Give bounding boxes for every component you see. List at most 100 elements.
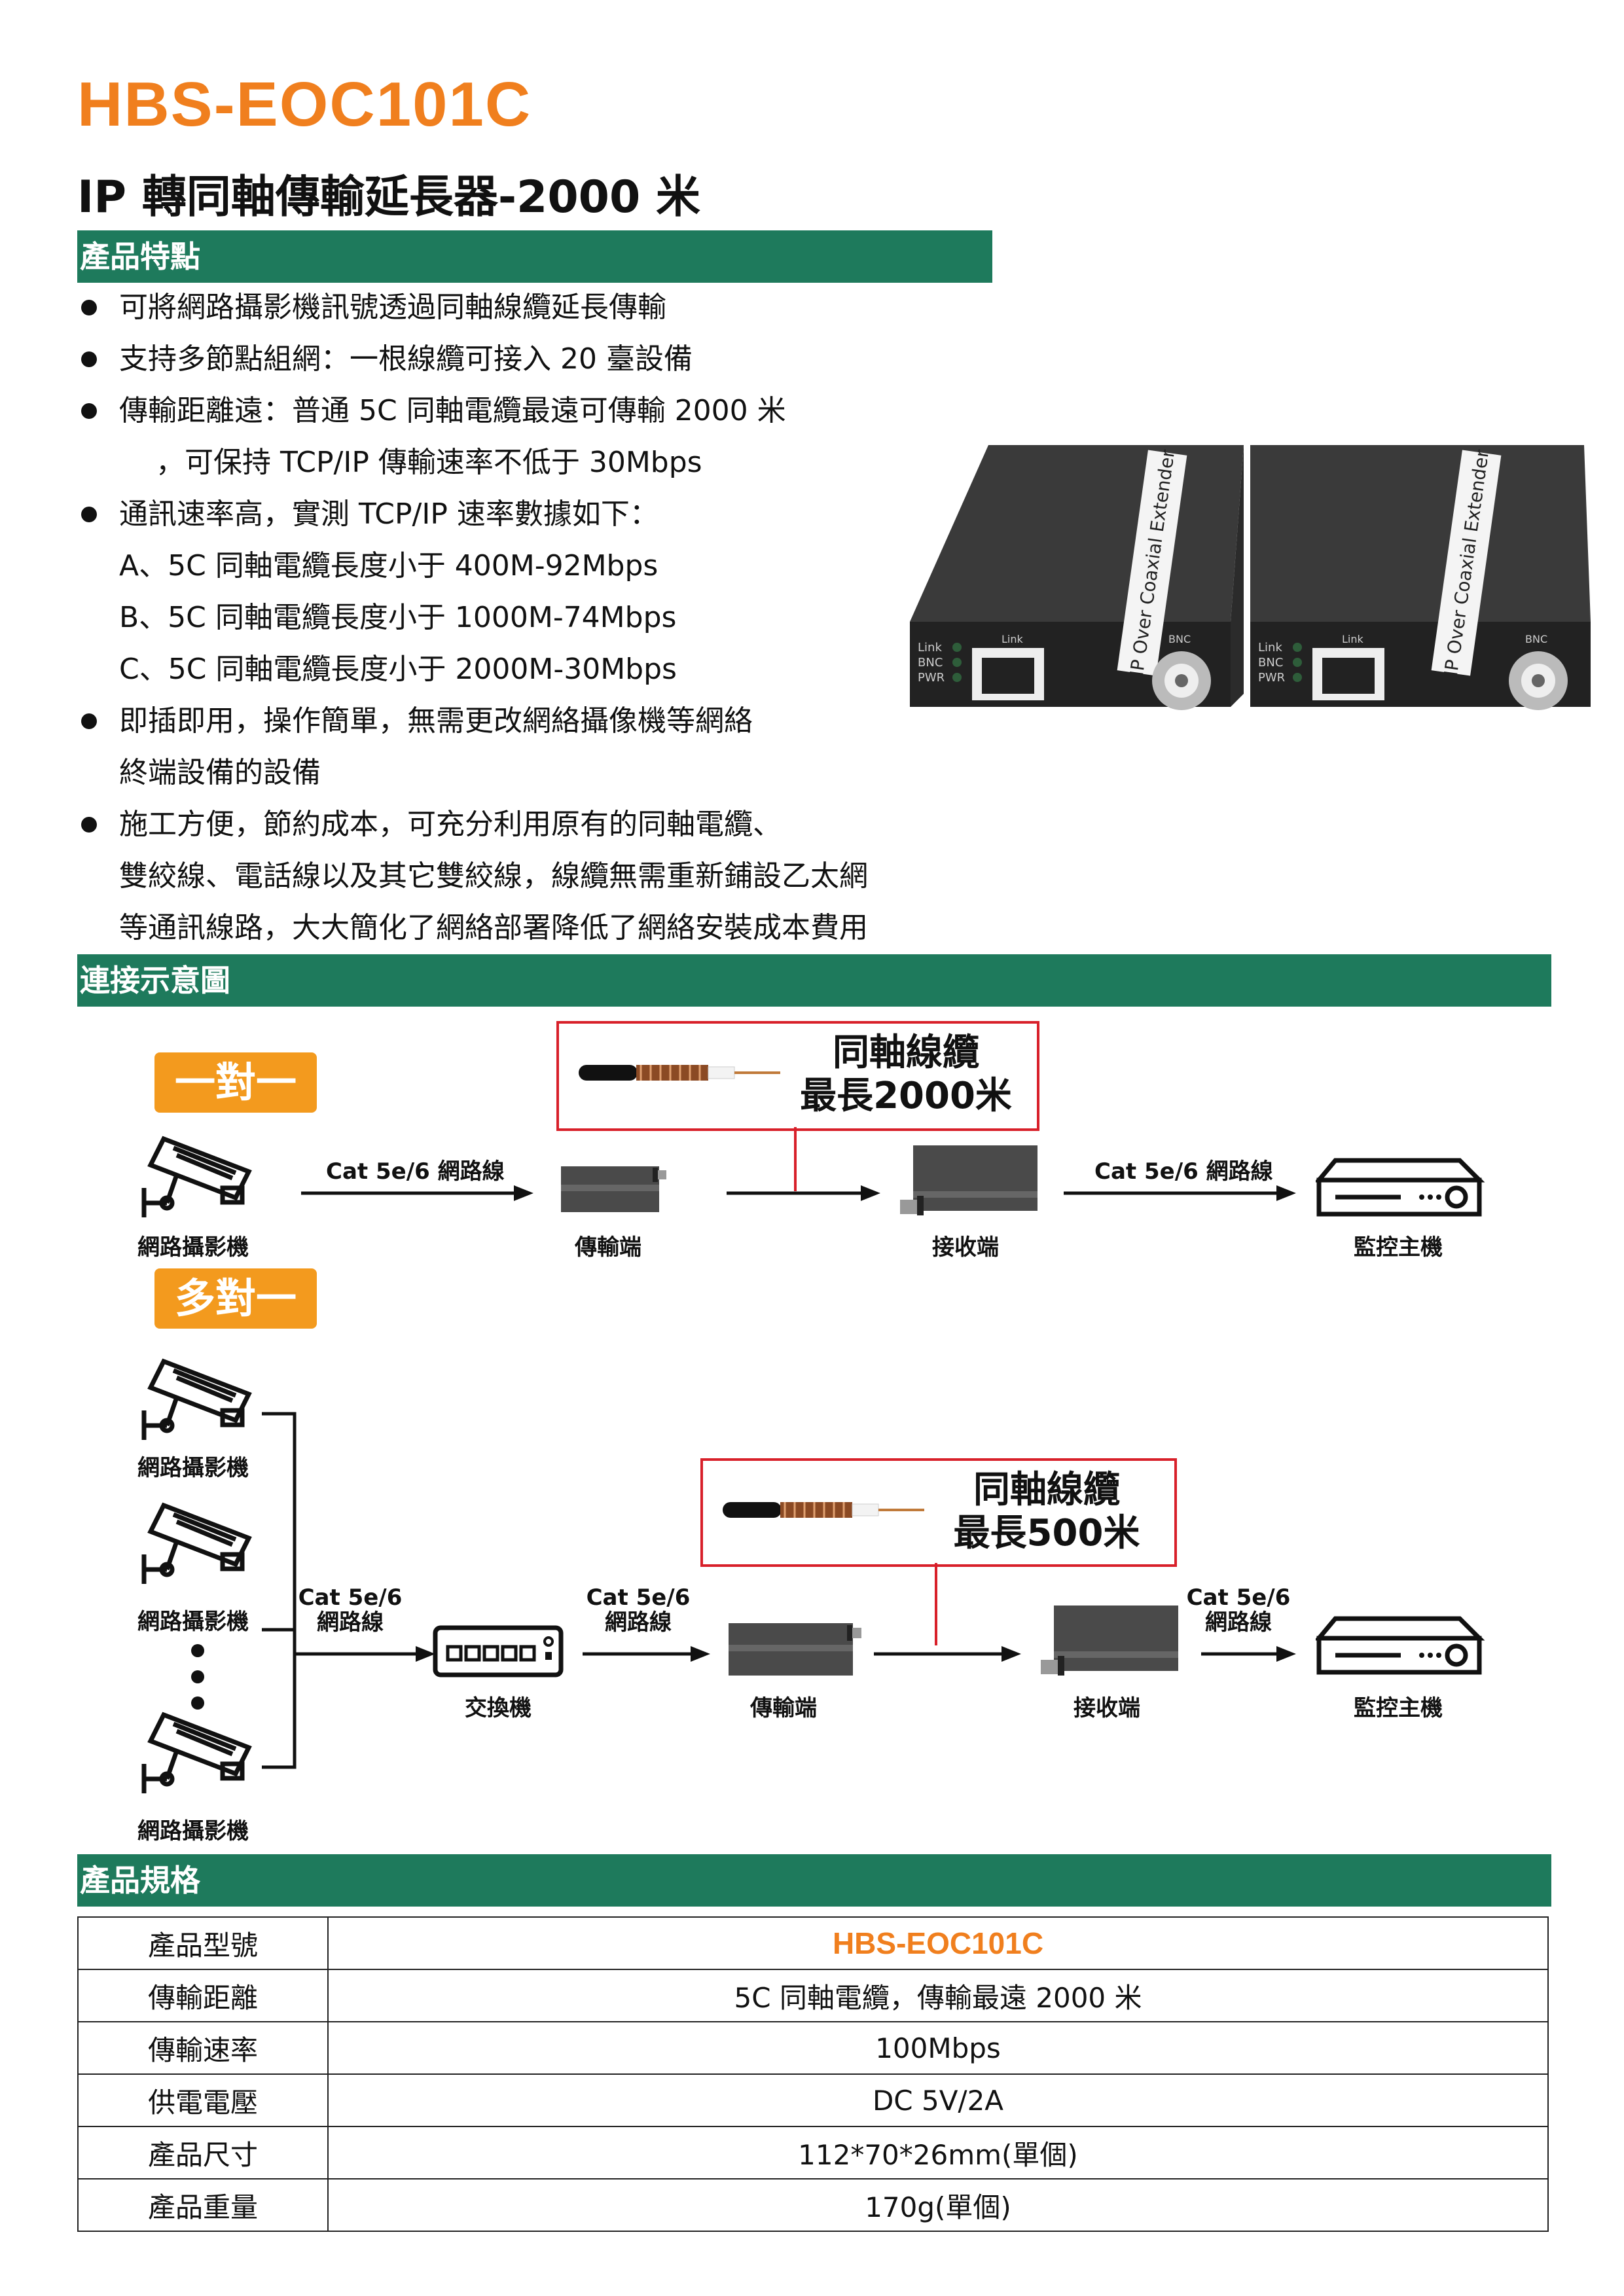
- feature-subitem: A、5C 同軸電纜長度小于 400M-92Mbps: [119, 549, 659, 583]
- spec-key: 產品尺寸: [77, 2126, 329, 2179]
- arrow-icon: [295, 1646, 435, 1662]
- spec-value: 112*70*26mm(單個): [327, 2126, 1549, 2179]
- diagram-section-title: 連接示意圖: [80, 963, 230, 998]
- feature-item: 可將網路攝影機訊號透過同軸線纜延長傳輸: [77, 281, 948, 333]
- specs-section-title: 產品規格: [80, 1863, 200, 1898]
- specs-table: 產品型號 HBS-EOC101C 傳輸距離 5C 同軸電纜，傳輸最遠 2000 …: [77, 1916, 1549, 2232]
- camera-label: 網路攝影機: [137, 1455, 249, 1481]
- spec-key: 產品型號: [77, 1916, 329, 1970]
- receiver-label: 接收端: [932, 1234, 999, 1261]
- spec-value: 170g(單個): [327, 2178, 1549, 2232]
- panel-label: BNC: [918, 656, 943, 670]
- receiver-device-icon: [900, 1145, 1038, 1215]
- feature-item: 傳輸距離遠：普通 5C 同軸電纜最遠可傳輸 2000 米: [77, 385, 948, 437]
- transmitter-device-icon: [729, 1623, 861, 1676]
- cat-cable-type: Cat 5e/6: [1186, 1585, 1291, 1611]
- feature-item-continuation: 終端設備的設備: [119, 756, 321, 789]
- port-label: Link: [1001, 633, 1024, 645]
- cable-box-connector-line: [794, 1127, 797, 1191]
- badge-one-to-one: 一對一: [154, 1052, 317, 1113]
- spec-value: 5C 同軸電纜，傳輸最遠 2000 米: [327, 1969, 1549, 2022]
- features-section-bar: 產品特點: [77, 230, 992, 283]
- table-row: 供電電壓 DC 5V/2A: [77, 2073, 1549, 2127]
- camera-label: 網路攝影機: [137, 1234, 249, 1261]
- table-row: 傳輸距離 5C 同軸電纜，傳輸最遠 2000 米: [77, 1969, 1549, 2022]
- arrow-icon: [301, 1185, 533, 1201]
- spec-key: 傳輸距離: [77, 1969, 329, 2022]
- panel-label: PWR: [918, 671, 945, 685]
- port-label: BNC: [1168, 633, 1191, 645]
- arrow-icon: [874, 1646, 1021, 1662]
- cat-cable-label-2: Cat 5e/6 網路線: [586, 1585, 691, 1635]
- panel-label: PWR: [1258, 671, 1285, 685]
- features-section-title: 產品特點: [80, 239, 200, 274]
- cable-box-2000m: 同軸線纜 最長2000米: [556, 1021, 1039, 1131]
- model-title: HBS-EOC101C: [77, 69, 532, 139]
- monitor-host-icon: [1316, 1616, 1485, 1675]
- feature-item: 即插即用，操作簡單，無需更改網絡攝像機等網絡: [77, 695, 948, 747]
- cat-cable-label-1: Cat 5e/6 網路線: [298, 1585, 403, 1635]
- cat-cable-type: Cat 5e/6: [298, 1585, 403, 1611]
- monitor-host-icon: [1316, 1158, 1485, 1217]
- feature-subitem: B、5C 同軸電纜長度小于 1000M-74Mbps: [119, 601, 677, 634]
- cable-box-500m: 同軸線纜 最長500米: [700, 1458, 1177, 1567]
- spec-value: DC 5V/2A: [327, 2073, 1549, 2127]
- spec-key: 產品重量: [77, 2178, 329, 2232]
- camera-icon: [141, 1502, 252, 1584]
- cat-cable-label-left: Cat 5e/6 網路線: [326, 1158, 505, 1185]
- spec-value: 100Mbps: [327, 2021, 1549, 2075]
- switch-label: 交換機: [465, 1695, 532, 1721]
- cat-cable-label-3: Cat 5e/6 網路線: [1186, 1585, 1291, 1635]
- table-row: 傳輸速率 100Mbps: [77, 2021, 1549, 2075]
- table-row: 產品尺寸 112*70*26mm(單個): [77, 2126, 1549, 2179]
- host-label: 監控主機: [1354, 1234, 1443, 1261]
- product-photo: IP Over Coaxial Extender Link BNC PWR Li…: [910, 445, 1591, 710]
- camera-label: 網路攝影機: [137, 1818, 249, 1844]
- arrow-icon: [727, 1185, 880, 1201]
- extender-unit-2: IP Over Coaxial Extender Link BNC PWR Li…: [1250, 445, 1591, 710]
- arrow-icon: [1064, 1185, 1296, 1201]
- panel-label: Link: [1258, 641, 1282, 655]
- feature-item-continuation: 等通訊線路，大大簡化了網絡部署降低了網絡安裝成本費用: [119, 911, 868, 944]
- camera-icon: [141, 1712, 252, 1793]
- panel-label: Link: [918, 641, 942, 655]
- feature-subitem: C、5C 同軸電纜長度小于 2000M-30Mbps: [119, 653, 677, 686]
- badge-many-to-one: 多對一: [154, 1268, 317, 1329]
- receiver-label: 接收端: [1074, 1695, 1140, 1721]
- camera-icon: [141, 1358, 252, 1440]
- arrow-icon: [583, 1646, 710, 1662]
- ellipsis-icon: [191, 1644, 204, 1710]
- transmitter-device-icon: [561, 1166, 666, 1212]
- port-label: Link: [1342, 633, 1364, 645]
- cat-cable-label-right: Cat 5e/6 網路線: [1094, 1158, 1273, 1185]
- feature-item-continuation: ，可保持 TCP/IP 傳輸速率不低于 30Mbps: [156, 446, 702, 479]
- feature-list: 可將網路攝影機訊號透過同軸線纜延長傳輸 支持多節點組網：一根線纜可接入 20 臺…: [77, 281, 948, 954]
- cat-cable-type: Cat 5e/6: [586, 1585, 691, 1611]
- cat-cable-name: 網路線: [1205, 1609, 1272, 1636]
- diagram-section-bar: 連接示意圖: [77, 954, 1551, 1007]
- specs-section-bar: 產品規格: [77, 1854, 1551, 1907]
- spec-value-model: HBS-EOC101C: [327, 1916, 1549, 1970]
- cable-box-connector-line: [935, 1563, 937, 1645]
- coax-cable-icon: [579, 1065, 780, 1081]
- cable-box-length: 最長500米: [953, 1512, 1140, 1554]
- camera-label: 網路攝影機: [137, 1609, 249, 1635]
- camera-bracket-line: [262, 1412, 297, 1769]
- cable-box-title: 同軸線纜: [833, 1031, 979, 1074]
- transmitter-label: 傳輸端: [575, 1234, 641, 1261]
- port-label: BNC: [1525, 633, 1547, 645]
- feature-item-continuation: 雙絞線、電話線以及其它雙絞線，線纜無需重新鋪設乙太網: [119, 859, 868, 893]
- spec-key: 傳輸速率: [77, 2021, 329, 2075]
- feature-item: 施工方便，節約成本，可充分利用原有的同軸電纜、: [77, 798, 948, 850]
- page-subtitle: IP 轉同軸傳輸延長器-2000 米: [77, 171, 700, 223]
- arrow-icon: [1201, 1646, 1296, 1662]
- extender-unit-1: IP Over Coaxial Extender Link BNC PWR Li…: [910, 445, 1244, 710]
- cat-cable-name: 網路線: [317, 1609, 384, 1636]
- cat-cable-name: 網路線: [605, 1609, 672, 1636]
- camera-icon: [141, 1136, 252, 1217]
- cable-box-title: 同軸線纜: [973, 1469, 1120, 1511]
- receiver-device-icon: [1041, 1605, 1178, 1676]
- panel-label: BNC: [1258, 656, 1283, 670]
- network-switch-icon: [433, 1625, 564, 1677]
- coax-cable-icon: [723, 1502, 924, 1518]
